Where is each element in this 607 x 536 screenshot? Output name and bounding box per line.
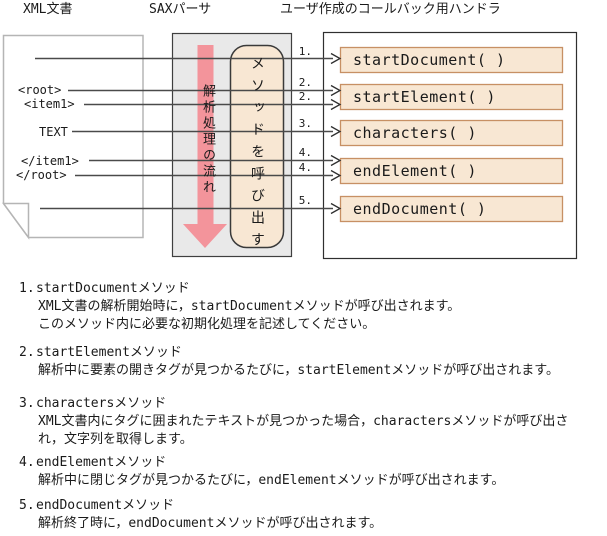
step-number-2a: 2. — [298, 76, 312, 89]
step-number-5: 5. — [298, 194, 312, 207]
callback-box-startElement — [339, 83, 564, 111]
note-number: 2. — [19, 345, 35, 360]
note-line: 解析中に要素の開きタグが見つかるたびに，startElementメソッドが呼び出… — [38, 363, 559, 378]
note-number: 5. — [19, 498, 35, 513]
arrowhead-icon-3 — [330, 98, 342, 111]
callback-label-startElement: startElement( ) — [353, 88, 496, 106]
step-number-1: 1. — [298, 45, 312, 58]
note-line: XML文書内にタグに囲まれたテキストが見つかった場合，charactersメソッ… — [38, 414, 569, 429]
xml-doc-header: XML文書 — [23, 2, 73, 17]
step-number-4b: 4. — [298, 161, 312, 174]
xml-document-fold-icon — [2, 202, 30, 240]
step-number-4a: 4. — [298, 146, 312, 159]
note-number: 1. — [19, 281, 35, 296]
method-call-box — [229, 44, 285, 249]
note-title: endDocumentメソッド — [36, 498, 175, 513]
callback-label-endElement: endElement( ) — [353, 162, 477, 180]
note-title: charactersメソッド — [36, 396, 167, 411]
note-title: startElementメソッド — [36, 345, 182, 360]
xml-line-root-end: </root> — [16, 168, 67, 182]
note-number: 4. — [19, 455, 35, 470]
note-item-1: 1. startDocumentメソッド XML文書の解析開始時に，startD… — [19, 280, 460, 334]
callback-box-characters — [339, 119, 564, 147]
arrowhead-icon-6 — [330, 169, 342, 182]
arrowhead-icon-7 — [330, 202, 342, 215]
method-call-label: メソッドを呼び出す — [249, 56, 265, 254]
diagram-canvas — [2, 31, 578, 260]
note-number: 3. — [19, 396, 35, 411]
callback-box-endDocument — [339, 195, 564, 223]
note-title: endElementメソッド — [36, 455, 167, 470]
note-title: startDocumentメソッド — [36, 281, 190, 296]
callback-label-characters: characters( ) — [353, 124, 477, 142]
note-line: このメソッド内に必要な初期化処理を記述してください。 — [38, 317, 376, 332]
flow-label: 解析処理の流れ — [200, 84, 215, 196]
note-item-5: 5. endDocumentメソッド 解析終了時に，endDocumentメソッ… — [19, 497, 382, 533]
xml-line-root: <root> — [18, 83, 62, 97]
callback-box-startDocument — [339, 46, 564, 74]
note-item-2: 2. startElementメソッド 解析中に要素の開きタグが見つかるたびに，… — [19, 344, 559, 380]
arrowhead-icon-5 — [330, 154, 342, 167]
note-item-4: 4. endElementメソッド 解析中に閉じタグが見つかるたびに，endEl… — [19, 454, 504, 490]
handler-header: ユーザ作成のコールバック用ハンドラ — [280, 2, 501, 17]
note-item-3: 3. charactersメソッド XML文書内にタグに囲まれたテキストが見つか… — [19, 395, 568, 449]
note-line: 解析終了時に，endDocumentメソッドが呼び出されます。 — [38, 516, 383, 531]
step-number-2b: 2. — [298, 90, 312, 103]
xml-line-item1-end: </item1> — [21, 154, 79, 168]
arrowhead-icon-2 — [330, 84, 342, 97]
callback-label-startDocument: startDocument( ) — [353, 51, 506, 69]
flow-arrow-shaft — [197, 45, 214, 224]
sax-parser-header: SAXパーサ — [149, 2, 212, 17]
flow-arrow-head-icon — [183, 224, 227, 248]
callback-box-endElement — [339, 157, 564, 185]
xml-line-item1: <item1> — [24, 97, 75, 111]
note-line: 解析中に閉じタグが見つかるたびに，endElementメソッドが呼び出されます。 — [38, 473, 505, 488]
arrowhead-icon-1 — [330, 52, 342, 65]
step-number-3: 3. — [298, 117, 312, 130]
note-line: れ，文字列を取得します。 — [38, 432, 193, 447]
callback-label-endDocument: endDocument( ) — [353, 200, 487, 218]
note-line: XML文書の解析開始時に，startDocumentメソッドが呼び出されます。 — [38, 299, 461, 314]
arrowhead-icon-4 — [330, 125, 342, 138]
xml-line-text: TEXT — [39, 125, 68, 139]
